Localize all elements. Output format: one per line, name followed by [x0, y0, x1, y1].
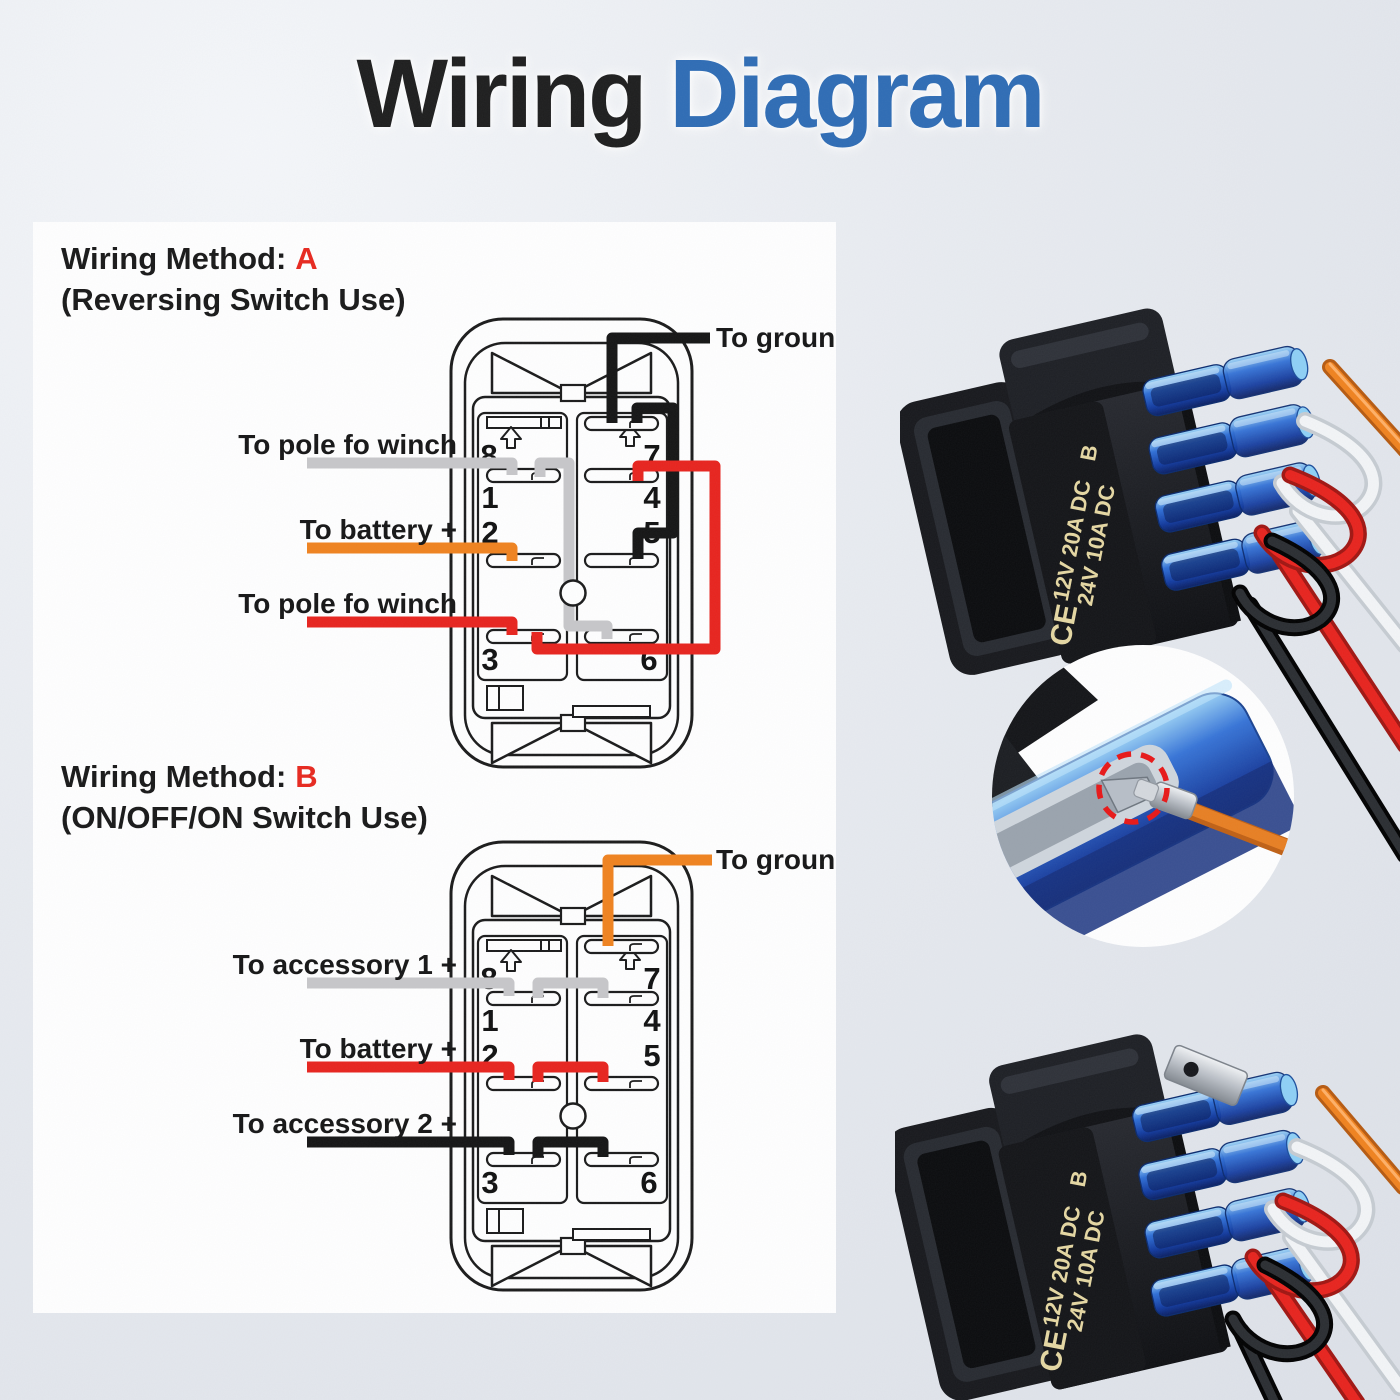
diagram-method-b: To ground To accessory 1 + To battery + …: [233, 842, 836, 1290]
switch-pivot-b: [559, 1102, 587, 1130]
label-a-battery: To battery +: [300, 514, 457, 545]
label-a-ground: To ground: [716, 322, 836, 353]
title-word-diagram: Diagram: [669, 39, 1045, 148]
product-photo-bottom: [895, 925, 1400, 1400]
label-a-pole-winch-2: To pole fo winch: [238, 588, 457, 619]
switch-pivot-a: [559, 579, 587, 607]
label-b-battery: To battery +: [300, 1033, 457, 1064]
title-word-wiring: Wiring: [356, 39, 647, 148]
label-b-accessory1: To accessory 1 +: [233, 949, 457, 980]
diagram-method-a: To ground To pole fo winch To battery + …: [238, 319, 836, 767]
connector-closeup-inset: [992, 645, 1294, 947]
label-b-ground: To ground: [716, 844, 836, 875]
label-b-accessory2: To accessory 2 +: [233, 1108, 457, 1139]
schematic-diagrams: To ground To pole fo winch To battery + …: [233, 222, 836, 1313]
diagram-panel: Wiring Method:A (Reversing Switch Use) W…: [33, 222, 836, 1313]
label-a-pole-winch-1: To pole fo winch: [238, 429, 457, 460]
